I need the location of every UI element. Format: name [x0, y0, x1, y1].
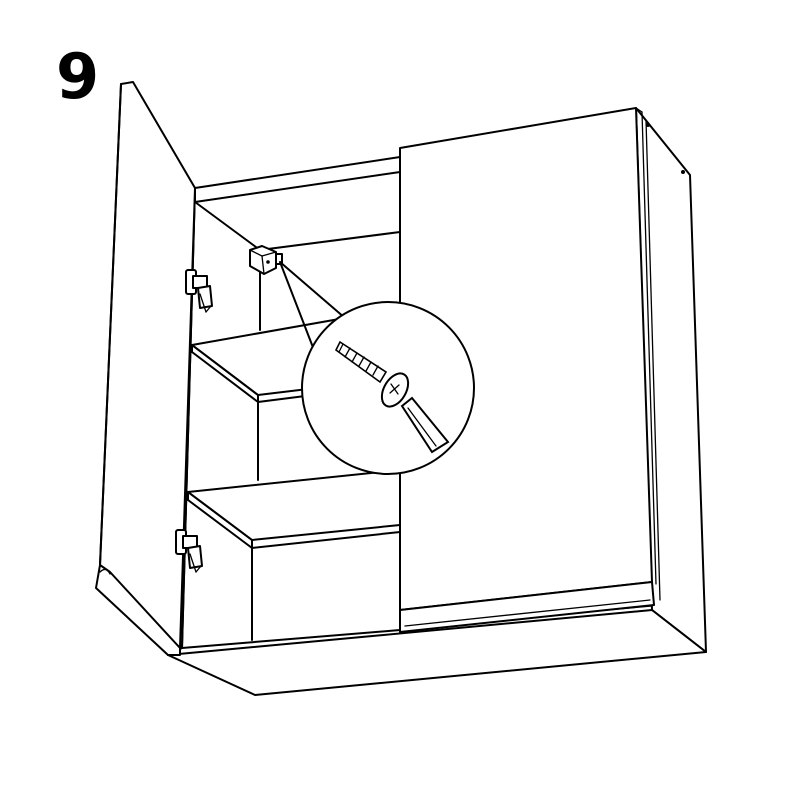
lower-hinge — [175, 529, 203, 573]
detail-callout-leader — [279, 261, 346, 351]
screw-icon — [334, 340, 410, 408]
wall-bracket — [249, 245, 283, 275]
right-door — [399, 107, 657, 633]
step-number: 9 — [56, 40, 100, 113]
upper-hinge — [185, 269, 213, 313]
detail-callout — [301, 301, 475, 475]
left-door — [95, 81, 196, 656]
screwdriver-icon — [400, 396, 450, 454]
